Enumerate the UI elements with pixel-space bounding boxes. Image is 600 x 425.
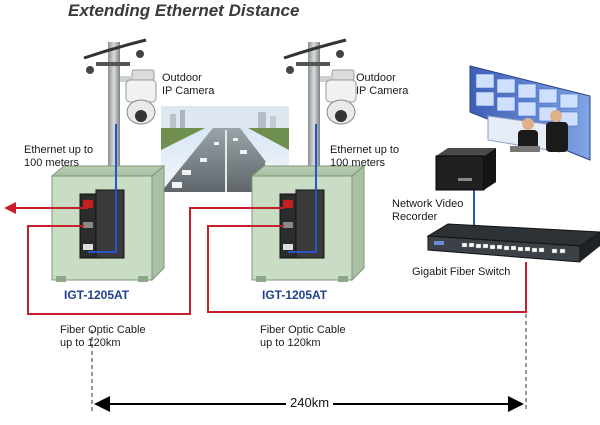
fiber-cables — [4, 202, 527, 315]
camera-label-right: Outdoor IP Camera — [356, 72, 409, 97]
dome-camera-left — [120, 69, 157, 125]
ethernet-cables — [88, 124, 475, 253]
model-label-right: IGT-1205AT — [262, 288, 328, 302]
network-video-recorder — [435, 148, 496, 191]
ethernet-label-left: Ethernet up to 100 meters — [24, 144, 94, 169]
fiber-label-left: Fiber Optic Cable up to 120km — [60, 324, 146, 349]
camera-label-left: Outdoor IP Camera — [162, 72, 215, 97]
ethernet-label-right: Ethernet up to 100 meters — [330, 144, 400, 169]
dome-camera-right — [320, 69, 357, 125]
cabinet-left — [50, 164, 166, 282]
fiber-label-right: Fiber Optic Cable up to 120km — [260, 324, 346, 349]
highway-photo — [161, 106, 289, 192]
page-title: Extending Ethernet Distance — [68, 1, 300, 20]
gigabit-fiber-switch — [426, 223, 600, 263]
nvr-label: Network Video Recorder — [392, 198, 464, 223]
switch-label: Gigabit Fiber Switch — [412, 266, 511, 278]
total-distance-label: 240km — [286, 395, 334, 410]
cabinet-right — [250, 164, 366, 282]
operators — [510, 110, 568, 152]
model-label-left: IGT-1205AT — [64, 288, 130, 302]
